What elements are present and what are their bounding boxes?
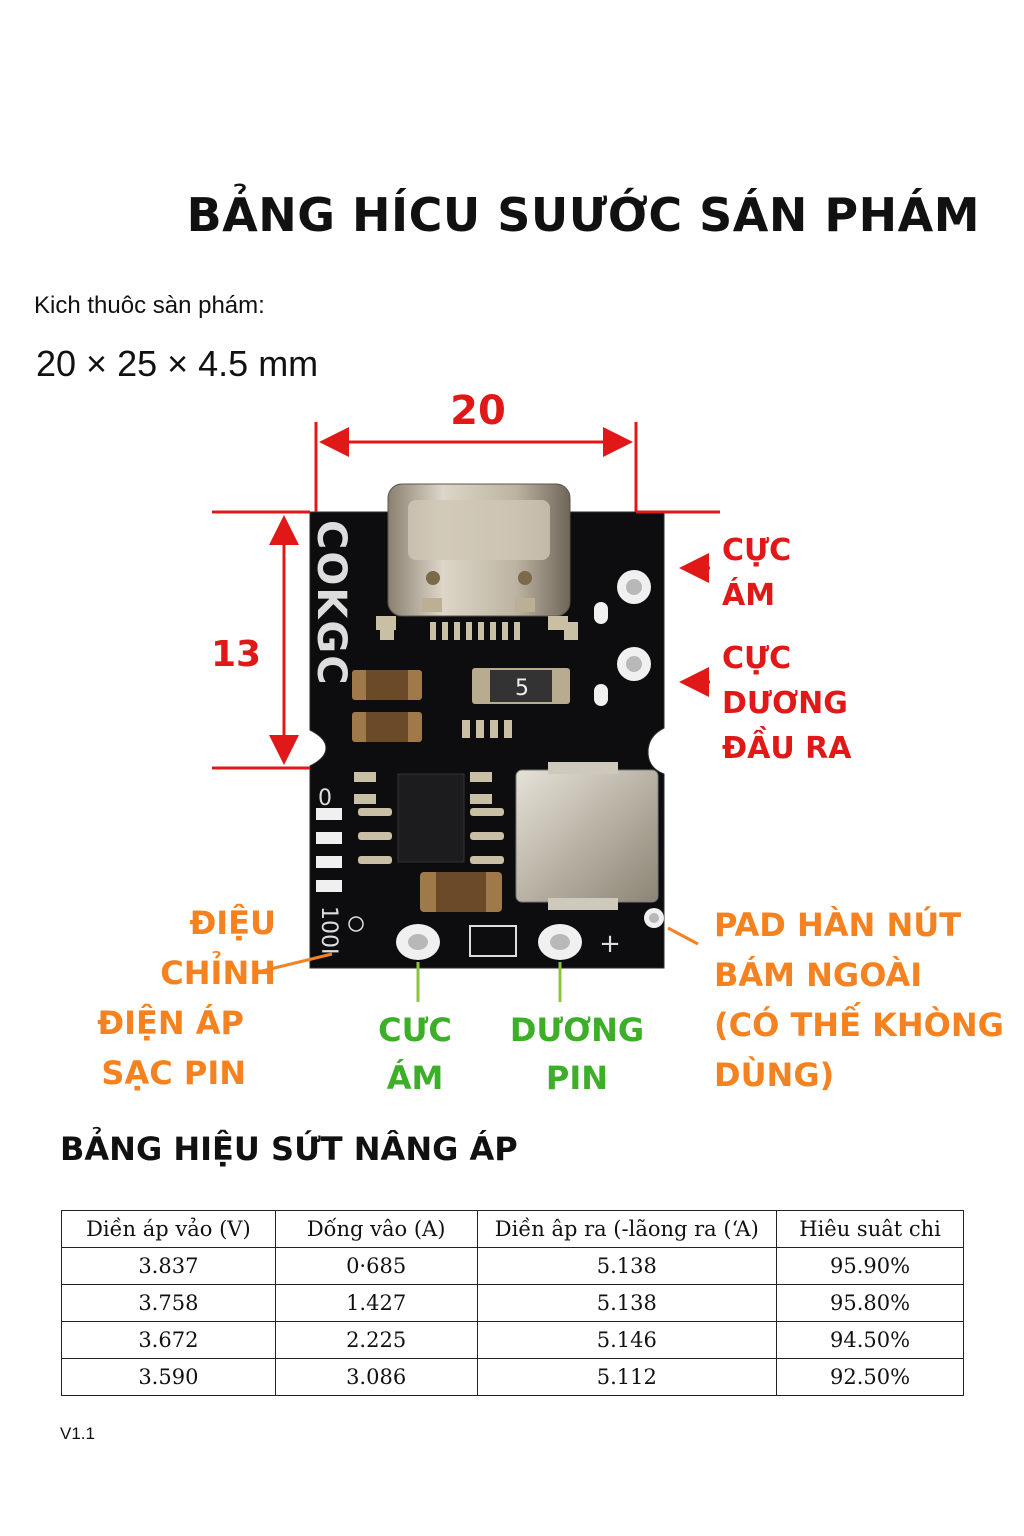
column-header: Hiêu suât chi: [776, 1210, 964, 1248]
table-row: 3.758 1.427 5.138 95.80%: [61, 1284, 964, 1322]
callout-line: PAD HÀN NÚT: [714, 906, 962, 944]
green-callout-lines: [416, 962, 562, 1002]
callout-line: ÁM: [722, 578, 776, 613]
table-cell: 95.80%: [776, 1284, 964, 1322]
table-header-row: Diền áp vảo (V) Dống vâo (A) Diền âp ra …: [61, 1210, 964, 1248]
callout-line: DƯƠNG: [722, 686, 848, 721]
left-edge-pads: [316, 808, 342, 892]
marked-chip: 5: [472, 668, 570, 704]
main-ic: [358, 773, 504, 864]
callout-charge-voltage-adjust: ĐIỆU CHỈNH ĐIỆN ÁP SẠC PIN: [70, 898, 276, 1098]
efficiency-table: Diền áp vảo (V) Dống vâo (A) Diền âp ra …: [61, 1210, 964, 1396]
table-cell: 5.146: [476, 1321, 778, 1359]
table-cell: 5.138: [476, 1247, 778, 1285]
page-title: BẢNG HÍCU SUƯỚC SÁN PHÁM: [186, 188, 980, 242]
column-header: Dống vâo (A): [274, 1210, 478, 1248]
table-cell: 3.672: [61, 1321, 276, 1359]
chip-marking: 5: [515, 676, 529, 701]
svg-text:0: 0: [318, 786, 332, 811]
callout-line: PIN: [545, 1059, 609, 1097]
silk-code: 100Ι: [316, 906, 341, 954]
callout-line: SẠC PIN: [101, 1054, 246, 1092]
product-size-label: Kich thuôc sàn phám:: [34, 292, 265, 319]
table-cell: 5.112: [476, 1358, 778, 1396]
table-cell: 92.50%: [776, 1358, 964, 1396]
callout-line: ĐIỆN ÁP: [97, 1004, 244, 1042]
version-label: V1.1: [60, 1424, 95, 1443]
inductor: [515, 762, 659, 910]
output-positive-pad: [617, 647, 651, 681]
callout-line: DƯƠNG: [509, 1011, 645, 1049]
battery-positive-pad: [538, 924, 582, 960]
callout-line: CỰC: [722, 533, 792, 568]
table-cell: 3.837: [61, 1247, 276, 1285]
callout-line: BÁM NGOÀI: [714, 956, 923, 994]
table-cell: 3.590: [61, 1358, 276, 1396]
dimension-lines: [212, 422, 720, 770]
callout-line: CƯC: [378, 1011, 452, 1049]
callout-line: (CÓ THẾ KHÒNG: [714, 1006, 1004, 1044]
callout-output-positive: CỰC DƯƠNG ĐẦU RA: [722, 636, 851, 771]
red-callout-arrows: [679, 553, 710, 697]
resistor-array: [354, 720, 512, 804]
table-cell: 95.90%: [776, 1247, 964, 1285]
table-row: 3.672 2.225 5.146 94.50%: [61, 1321, 964, 1359]
battery-negative-pad: [396, 924, 440, 960]
width-dimension-label: 20: [450, 388, 506, 434]
passive-components: [352, 616, 568, 912]
table-cell: 2.225: [274, 1321, 478, 1359]
table-cell: 1.427: [274, 1284, 478, 1322]
orange-callout-lines: [257, 926, 699, 974]
callout-output-negative: CỰC ÁM: [722, 528, 791, 618]
callout-line: CỰC: [722, 641, 792, 676]
callout-line: ÁM: [386, 1059, 444, 1097]
efficiency-table-title: BẢNG HIỆU SỨT NÂNG ÁP: [60, 1130, 518, 1168]
board-brand: COKGC: [308, 520, 354, 687]
table-cell: 5.138: [476, 1284, 778, 1322]
external-button-pad: [644, 908, 664, 928]
product-size-value: 20 × 25 × 4.5 mm: [36, 343, 319, 384]
callout-external-button-pad: PAD HÀN NÚT BÁM NGOÀI (CÓ THẾ KHÒNG DÙNG…: [714, 900, 1004, 1100]
table-cell: 0·685: [274, 1247, 478, 1285]
usb-c-connector: [387, 483, 571, 617]
callout-line: ĐIỆU CHỈNH: [160, 904, 276, 992]
table-row: 3.837 0·685 5.138 95.90%: [61, 1247, 964, 1285]
table-cell: 3.758: [61, 1284, 276, 1322]
battery-box-marking: [469, 925, 517, 957]
table-cell: 3.086: [274, 1358, 478, 1396]
height-dimension-label: 13: [211, 634, 261, 675]
plus-sign: +: [599, 929, 621, 959]
callout-line: DÙNG): [714, 1056, 835, 1094]
table-cell: 94.50%: [776, 1321, 964, 1359]
output-negative-pad: [617, 570, 651, 604]
table-row: 3.590 3.086 5.112 92.50%: [61, 1358, 964, 1396]
callout-line: ĐẦU RA: [722, 731, 852, 766]
callout-battery-positive: DƯƠNG PIN: [500, 1006, 654, 1102]
board-diagram: COKGC 5: [211, 388, 720, 1002]
column-header: Diền âp ra (-lãong ra (‘A): [476, 1210, 778, 1248]
column-header: Diền áp vảo (V): [61, 1210, 276, 1248]
callout-battery-negative: CƯC ÁM: [360, 1006, 470, 1102]
